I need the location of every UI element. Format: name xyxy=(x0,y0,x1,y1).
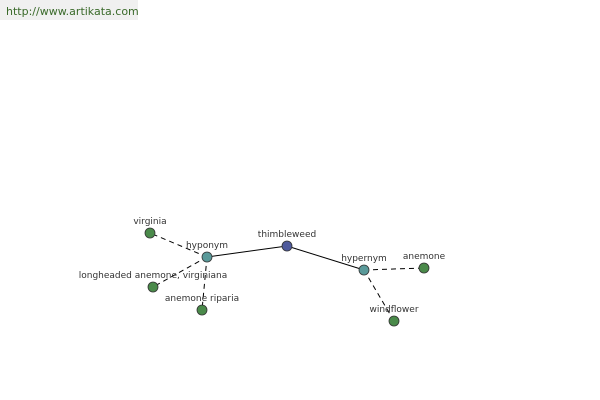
node-label-riparia[interactable]: anemone riparia xyxy=(165,294,239,304)
node-label-longheaded[interactable]: longheaded anemone, virginiana xyxy=(79,271,228,281)
edge-hypernym-anemone xyxy=(363,267,425,271)
node-riparia[interactable] xyxy=(196,304,208,316)
node-longheaded[interactable] xyxy=(147,281,159,293)
node-hypernym[interactable] xyxy=(358,264,370,276)
edge-hyponym-virginia xyxy=(149,232,208,258)
edge-thimbleweed-hypernym xyxy=(286,245,365,271)
node-label-anemone[interactable]: anemone xyxy=(403,252,446,262)
node-windflower[interactable] xyxy=(388,315,400,327)
node-label-hyponym[interactable]: hyponym xyxy=(186,241,228,251)
node-label-virginia[interactable]: virginia xyxy=(133,217,166,227)
node-anemone[interactable] xyxy=(418,262,430,274)
node-hyponym[interactable] xyxy=(201,251,213,263)
node-label-hypernym[interactable]: hypernym xyxy=(341,254,387,264)
node-label-thimbleweed[interactable]: thimbleweed xyxy=(258,230,316,240)
node-virginia[interactable] xyxy=(144,227,156,239)
edge-hypernym-windflower xyxy=(363,269,395,322)
edge-hyponym-longheaded xyxy=(152,256,208,288)
node-label-windflower[interactable]: windflower xyxy=(369,305,418,315)
node-thimbleweed[interactable] xyxy=(281,240,293,252)
edge-thimbleweed-hyponym xyxy=(206,245,288,258)
url-bar: http://www.artikata.com xyxy=(0,0,139,20)
site-url-link[interactable]: http://www.artikata.com xyxy=(6,5,139,18)
